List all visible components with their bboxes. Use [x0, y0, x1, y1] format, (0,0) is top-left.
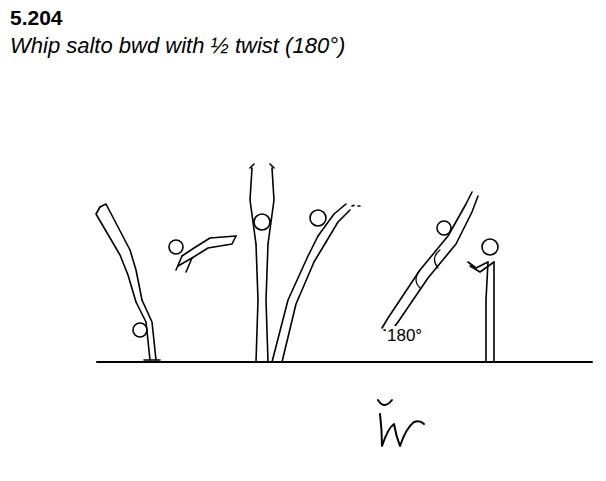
element-number: 5.204 — [10, 6, 63, 30]
gymnast-figure — [272, 204, 361, 362]
twist-degree: 180° — [386, 326, 423, 346]
element-name: Whip salto bwd with ½ twist (180°) — [10, 33, 345, 58]
ground-line — [97, 361, 592, 363]
gymnast-figure — [250, 164, 274, 362]
element-symbol — [378, 400, 424, 446]
gymnast-figure — [96, 204, 160, 360]
gymnast-figure — [468, 239, 500, 362]
gymnast-figure — [382, 192, 478, 332]
gymnast-figure — [169, 236, 236, 272]
